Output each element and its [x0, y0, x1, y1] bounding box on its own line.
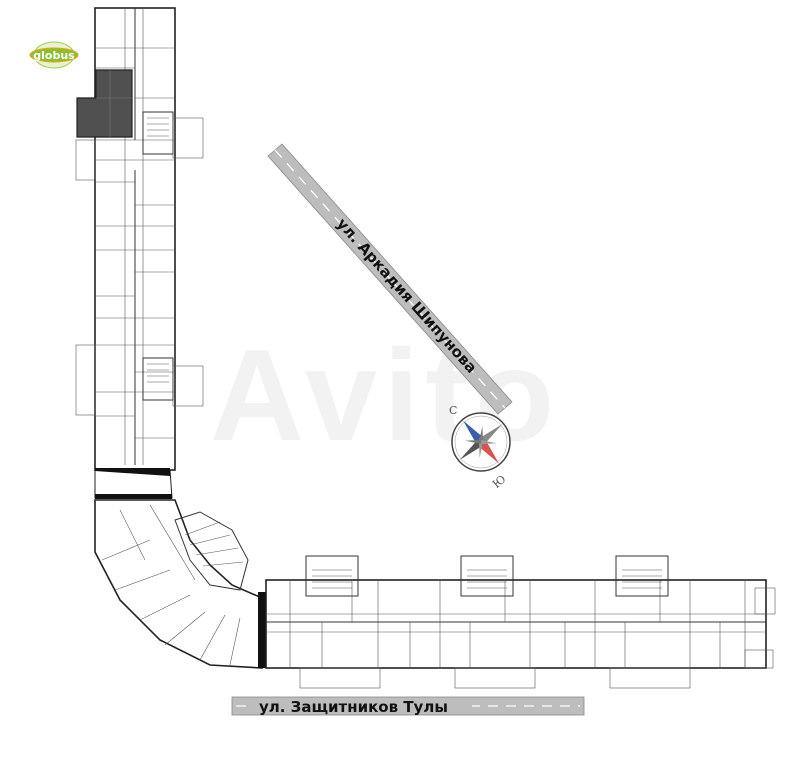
- logo: globus: [29, 41, 79, 69]
- street-label-horizontal: ул. Защитников Тулы: [259, 698, 448, 716]
- building-corner-wing: [94, 499, 266, 669]
- compass-rose: С Ю: [449, 404, 511, 491]
- compass-south-letter: Ю: [490, 473, 508, 491]
- building-south-wing: [265, 555, 776, 689]
- compass-north-letter: С: [449, 404, 457, 417]
- logo-text: globus: [33, 49, 75, 62]
- building-passage: [94, 468, 173, 499]
- street-zashchitnikov-tuly: ул. Защитников Тулы: [231, 696, 585, 716]
- selected-unit[interactable]: [76, 69, 133, 138]
- building-north-wing: [75, 7, 204, 471]
